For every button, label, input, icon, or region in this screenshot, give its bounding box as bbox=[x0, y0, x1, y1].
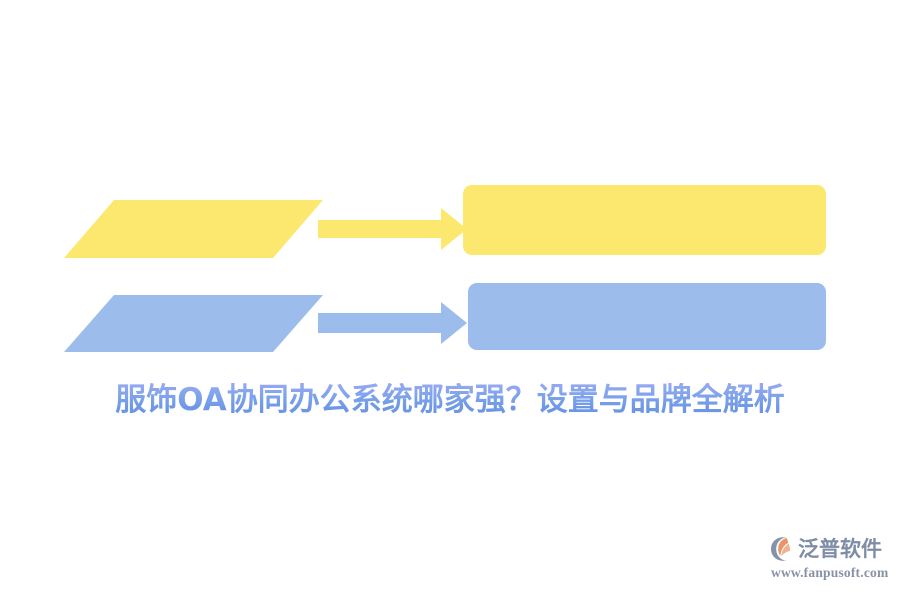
brand-name: 泛普软件 bbox=[798, 537, 882, 561]
brand-logo-row: 泛普软件 bbox=[770, 534, 892, 564]
target-box-yellow[interactable] bbox=[463, 185, 826, 255]
brand-url: www.fanpusoft.com bbox=[771, 565, 889, 580]
process-flow-diagram bbox=[0, 170, 900, 365]
flow-arrow-yellow bbox=[318, 208, 467, 250]
flow-arrow-blue bbox=[318, 302, 467, 344]
source-parallelogram-yellow[interactable] bbox=[64, 200, 323, 258]
flow-row-yellow bbox=[64, 185, 826, 258]
target-box-blue[interactable] bbox=[468, 283, 826, 350]
page-title: 服饰OA协同办公系统哪家强？设置与品牌全解析 bbox=[115, 381, 785, 418]
brand-logo[interactable]: 泛普软件 www.fanpusoft.com bbox=[770, 534, 892, 586]
source-parallelogram-blue[interactable] bbox=[64, 295, 323, 352]
fanpu-logo-icon bbox=[770, 536, 796, 562]
flow-row-blue bbox=[64, 283, 826, 352]
page-title-container: 服饰OA协同办公系统哪家强？设置与品牌全解析 bbox=[0, 372, 900, 428]
